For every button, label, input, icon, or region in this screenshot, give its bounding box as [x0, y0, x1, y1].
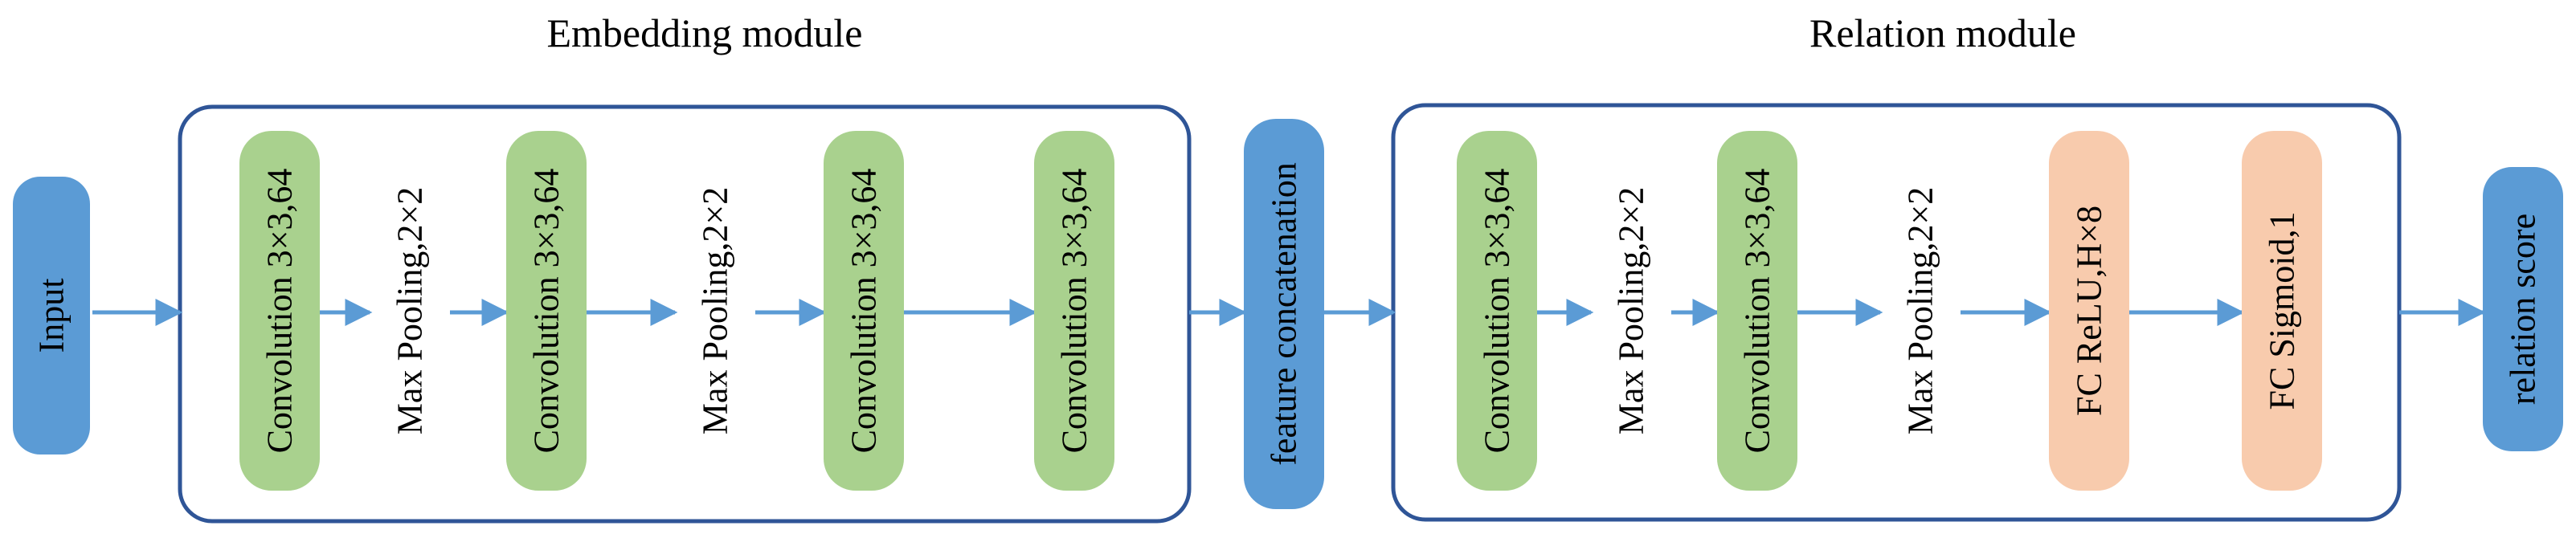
rel-conv2-label: Convolution 3×3,64 [1738, 169, 1777, 454]
output-label: relation score [2504, 214, 2543, 405]
input-label: Input [32, 279, 72, 353]
fc-relu-label: FC ReLU,H×8 [2070, 206, 2109, 416]
emb-conv2-label: Convolution 3×3,64 [527, 169, 566, 454]
emb-conv2-node: Convolution 3×3,64 [506, 131, 587, 491]
rel-conv1-label: Convolution 3×3,64 [1478, 169, 1517, 454]
emb-conv1-node: Convolution 3×3,64 [239, 131, 320, 491]
embedding-module-title: Embedding module [547, 10, 863, 55]
emb-conv3-node: Convolution 3×3,64 [824, 131, 904, 491]
fc-sigmoid-label: FC Sigmoid,1 [2263, 212, 2302, 410]
rel-conv2-node: Convolution 3×3,64 [1717, 131, 1797, 491]
fc-sigmoid-node: FC Sigmoid,1 [2242, 131, 2322, 491]
emb-pool1-label: Max Pooling,2×2 [390, 187, 430, 434]
emb-pool2-label: Max Pooling,2×2 [696, 187, 735, 434]
concat-label: feature concatenation [1265, 162, 1304, 465]
fc-relu-node: FC ReLU,H×8 [2049, 131, 2129, 491]
input-node: Input [13, 177, 90, 455]
emb-conv3-label: Convolution 3×3,64 [844, 169, 884, 454]
rel-pool1-label: Max Pooling,2×2 [1612, 187, 1651, 434]
emb-conv4-label: Convolution 3×3,64 [1055, 169, 1094, 454]
relation-module-title: Relation module [1809, 10, 2076, 55]
rel-conv1-node: Convolution 3×3,64 [1457, 131, 1537, 491]
output-node: relation score [2483, 167, 2563, 451]
concat-node: feature concatenation [1244, 119, 1324, 509]
emb-conv4-node: Convolution 3×3,64 [1034, 131, 1114, 491]
rel-pool2-label: Max Pooling,2×2 [1901, 187, 1940, 434]
emb-conv1-label: Convolution 3×3,64 [260, 169, 300, 454]
